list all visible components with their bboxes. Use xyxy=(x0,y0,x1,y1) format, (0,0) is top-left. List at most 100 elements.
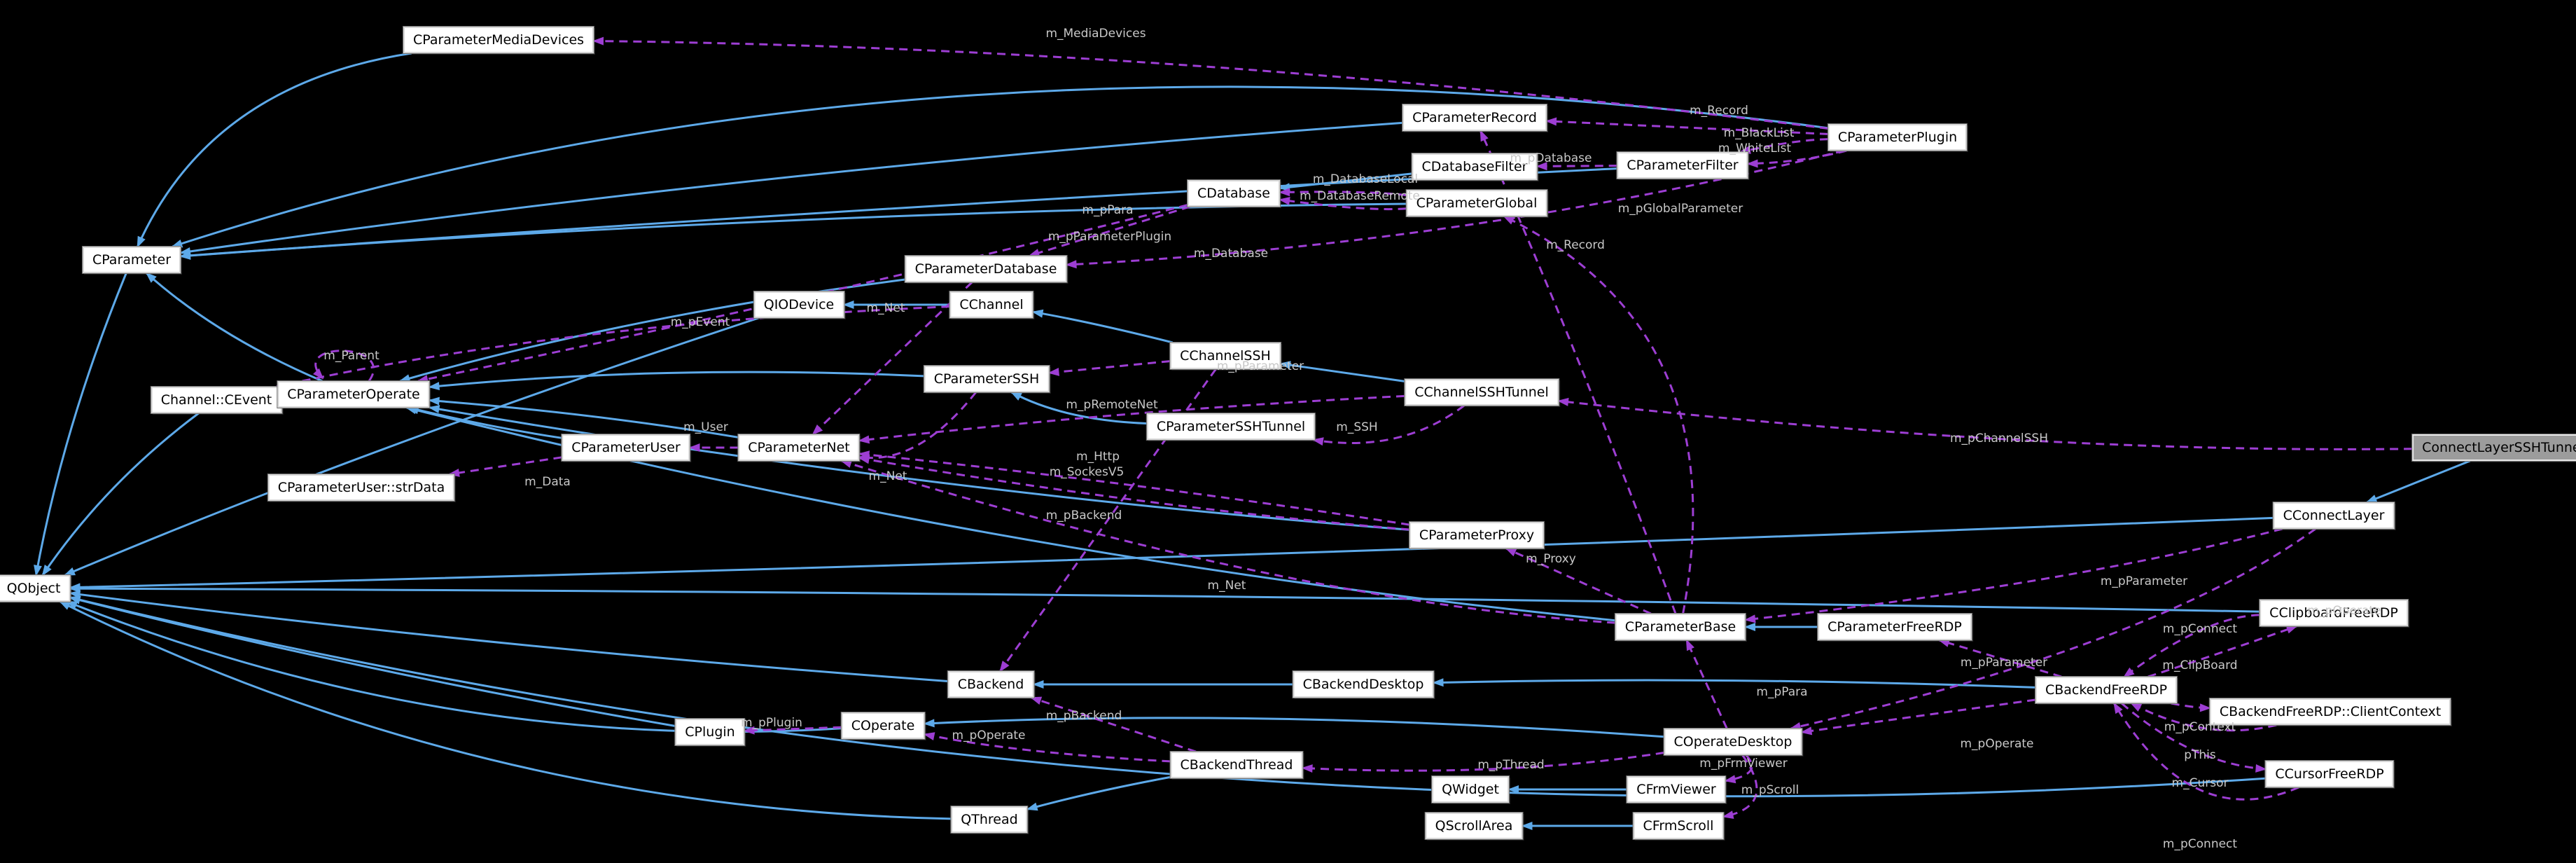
member-edge-CParameterUser-to-CParameterUser::strData xyxy=(448,456,562,477)
class-node-CDatabase[interactable]: CDatabase xyxy=(1187,179,1281,207)
class-node-CFrmScroll[interactable]: CFrmScroll xyxy=(1632,812,1725,840)
class-node-QThread[interactable]: QThread xyxy=(950,806,1029,834)
class-node-CParameterGlobal[interactable]: CParameterGlobal xyxy=(1405,189,1548,217)
class-node-CParameterFreeRDP[interactable]: CParameterFreeRDP xyxy=(1817,613,1972,641)
class-node-CCursorFreeRDP[interactable]: CCursorFreeRDP xyxy=(2264,760,2395,788)
member-edge-CConnectLayer-to-CParameterBase xyxy=(1744,527,2283,623)
member-edge-CParameterOperate-to-CParameterOperate xyxy=(313,350,375,382)
class-node-CParameterPlugin[interactable]: CParameterPlugin xyxy=(1827,123,1968,151)
member-edge-CBackendThread-to-CBackend xyxy=(1030,696,1197,753)
inherit-edge-CClipboardFreeRDP-to-QObject xyxy=(69,584,2260,613)
class-node-CConnectLayer[interactable]: CConnectLayer xyxy=(2272,502,2395,530)
inherit-edge-CParameterRecord-to-CParameter xyxy=(179,121,1403,256)
member-edge-COperateDesktop-to-CFrmViewer xyxy=(1724,754,1753,784)
class-node-CBackendFreeRDP-ClientContext[interactable]: CBackendFreeRDP::ClientContext xyxy=(2208,698,2452,726)
member-edge-CBackendFreeRDP-to-CClipboardFreeRDP xyxy=(2147,625,2298,678)
inherit-edge-CParameterNet-to-CParameterOperate xyxy=(428,396,739,439)
member-edge-CParameterBase-to-CParameterNet xyxy=(840,460,1616,624)
class-node-COperateDesktop[interactable]: COperateDesktop xyxy=(1663,728,1803,756)
inherit-edge-CBackendThread-to-QThread xyxy=(1026,775,1171,811)
member-edge-COperate-to-CPlugin xyxy=(743,726,842,735)
class-node-CDatabaseFilter[interactable]: CDatabaseFilter xyxy=(1411,153,1538,181)
class-node-QObject[interactable]: QObject xyxy=(0,574,71,602)
inherit-edge-ConnectLayerSSHTunnel-to-CConnectLayer xyxy=(2365,460,2471,504)
member-edge-CConnectLayer-to-COperateDesktop xyxy=(1789,527,2316,731)
class-node-CParameterBase[interactable]: CParameterBase xyxy=(1614,613,1747,641)
class-node-CBackendDesktop[interactable]: CBackendDesktop xyxy=(1292,670,1435,698)
inherit-edge-CChannelSSHTunnel-to-CChannelSSH xyxy=(1279,361,1405,382)
member-edge-CParameterSSH-to-CParameterNet xyxy=(858,392,977,463)
class-node-CParameterMediaDevices[interactable]: CParameterMediaDevices xyxy=(402,26,595,54)
class-node-CParameterNet[interactable]: CParameterNet xyxy=(737,434,861,462)
class-node-CChannelSSH[interactable]: CChannelSSH xyxy=(1169,342,1281,370)
member-edge-CParameterProxy-to-CParameterNet xyxy=(858,455,1410,531)
inherit-edge-Channel::CEvent-to-QObject xyxy=(41,412,200,577)
class-node-CParameterDatabase[interactable]: CParameterDatabase xyxy=(904,255,1068,283)
member-edge-CChannelSSH-to-CParameterSSH xyxy=(1047,360,1171,376)
class-node-CBackendThread[interactable]: CBackendThread xyxy=(1169,751,1304,779)
inherit-edge-CParameterProxy-to-CParameterOperate xyxy=(428,405,1410,531)
class-node-CFrmViewer[interactable]: CFrmViewer xyxy=(1626,775,1727,803)
class-node-CParameterRecord[interactable]: CParameterRecord xyxy=(1402,104,1547,132)
class-node-QWidget[interactable]: QWidget xyxy=(1431,775,1510,803)
member-edge-CChannel-to-Channel::CEvent xyxy=(274,305,950,389)
class-node-QScrollArea[interactable]: QScrollArea xyxy=(1424,812,1524,840)
inherit-edge-CParameterFilter-to-CParameter xyxy=(179,167,1617,260)
class-node-COperate[interactable]: COperate xyxy=(840,712,926,740)
class-node-CParameterSSHTunnel[interactable]: CParameterSSHTunnel xyxy=(1146,413,1316,441)
class-node-CParameterOperate[interactable]: CParameterOperate xyxy=(277,380,431,408)
class-node-QIODevice[interactable]: QIODevice xyxy=(753,291,845,319)
inherit-edge-CParameterOperate-to-CParameter xyxy=(145,272,323,382)
class-node-CBackendFreeRDP[interactable]: CBackendFreeRDP xyxy=(2034,676,2178,704)
member-edge-CParameterBase-to-CParameterProxy xyxy=(1505,547,1652,615)
member-edge-CParameterFilter-to-CDatabaseFilter xyxy=(1536,162,1617,171)
inherit-edge-CParameterDatabase-to-CParameterOperate xyxy=(398,278,905,382)
inherit-edge-CParameter-to-QObject xyxy=(34,272,127,577)
class-node-CParameterUser[interactable]: CParameterUser xyxy=(561,434,691,462)
class-node-ConnectLayerSSHTunnel[interactable]: ConnectLayerSSHTunnel xyxy=(2411,434,2576,462)
inherit-edge-CChannelSSH-to-CChannel xyxy=(1031,309,1174,344)
member-edge-CParameterGlobal-to-CDatabase xyxy=(1279,188,1407,197)
class-node-CClipboardFreeRDP[interactable]: CClipboardFreeRDP xyxy=(2259,599,2409,627)
class-node-CBackend[interactable]: CBackend xyxy=(947,670,1035,698)
inherit-edge-CBackend-to-QObject xyxy=(69,590,948,682)
member-edge-COperateDesktop-to-CParameterBase xyxy=(1685,639,1728,729)
class-node-CParameterFilter[interactable]: CParameterFilter xyxy=(1616,151,1749,179)
inherit-edge-CParameterPlugin-to-CParameter xyxy=(171,85,1829,248)
member-edge-CParameterPlugin-to-CParameterFilter xyxy=(1739,138,1829,154)
inherit-edge-CParameterSSH-to-CParameterOperate xyxy=(428,371,924,391)
member-edge-CParameterPlugin-to-CParameterRecord xyxy=(1545,117,1829,135)
member-edge-CCursorFreeRDP-to-CBackendFreeRDP xyxy=(2113,702,2299,801)
inherit-edge-COperateDesktop-to-COperate xyxy=(923,717,1664,738)
inherit-edge-COperate-to-QObject xyxy=(66,600,842,733)
class-node-CParameter[interactable]: CParameter xyxy=(81,246,182,274)
class-node-CPlugin[interactable]: CPlugin xyxy=(674,718,746,746)
member-edge-CParameterProxy-to-CParameterNet xyxy=(858,450,1410,526)
member-edge-COperateDesktop-to-CBackendThread xyxy=(1301,752,1664,773)
inherit-edge-CPlugin-to-QObject xyxy=(69,595,676,727)
member-edge-CParameterPlugin-to-CParameterFilter xyxy=(1746,149,1847,168)
member-edge-CChannelSSHTunnel-to-CParameterSSHTunnel xyxy=(1311,404,1465,446)
member-edge-CDatabase-to-CParameterDatabase xyxy=(1028,205,1191,257)
member-edge-CBackendFreeRDP-to-CCursorFreeRDP xyxy=(2121,702,2267,773)
class-node-Channel-CEvent[interactable]: Channel::CEvent xyxy=(150,386,283,414)
class-node-CChannel[interactable]: CChannel xyxy=(949,291,1034,319)
member-edge-CChannelSSH-to-CBackend xyxy=(999,368,1217,672)
class-node-CParameterSSH[interactable]: CParameterSSH xyxy=(923,365,1050,393)
class-node-CChannelSSHTunnel[interactable]: CChannelSSHTunnel xyxy=(1404,378,1559,406)
member-edge-CBackendFreeRDP-to-COperateDesktop xyxy=(1800,698,2036,736)
inherit-edge-QIODevice-to-QObject xyxy=(63,317,759,577)
inherit-edge-CConnectLayer-to-QObject xyxy=(69,516,2274,592)
member-edge-CParameterPlugin-to-CParameterMediaDevices xyxy=(592,36,1829,130)
inherit-edge-CBackendFreeRDP-to-CBackendDesktop xyxy=(1432,678,2036,689)
member-edge-COperateDesktop-to-CFrmScroll xyxy=(1722,754,1758,819)
member-edge-CClipboardFreeRDP-to-CBackendFreeRDP xyxy=(2123,614,2260,678)
inherit-edge-CParameterGlobal-to-CParameter xyxy=(179,202,1407,260)
member-edge-CBackendFreeRDP-to-CParameterFreeRDP xyxy=(1937,639,2062,678)
member-edge-CBackendFreeRDP::ClientContext-to-CBackendFreeRDP xyxy=(2130,702,2277,732)
inherit-edge-CCursorFreeRDP-to-QObject xyxy=(69,595,2266,798)
class-node-CParameterUser-strData[interactable]: CParameterUser::strData xyxy=(267,474,456,502)
class-node-CParameterProxy[interactable]: CParameterProxy xyxy=(1408,521,1545,549)
member-edge-CParameterBase-to-CParameterGlobal xyxy=(1503,215,1694,614)
member-edge-ConnectLayerSSHTunnel-to-CChannelSSHTunnel xyxy=(1557,397,2413,450)
